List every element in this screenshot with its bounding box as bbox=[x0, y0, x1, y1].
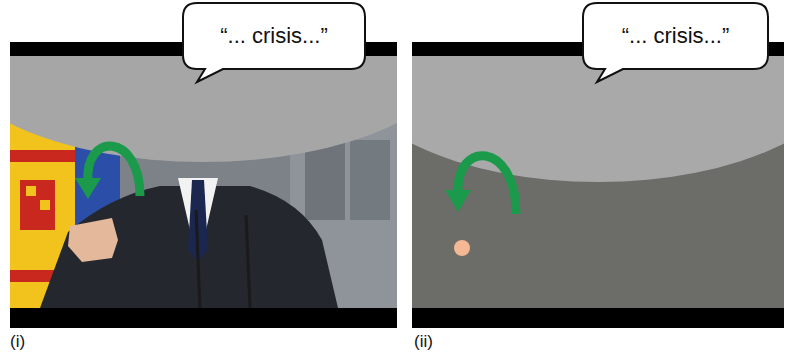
speech-bubble: “... crisis...” bbox=[183, 3, 365, 69]
abstract-frame bbox=[343, 0, 787, 328]
panel-label: (ii) bbox=[414, 332, 433, 352]
video-frame bbox=[0, 0, 468, 328]
speech-text: “... crisis...” bbox=[583, 3, 768, 69]
speech-text: “... crisis...” bbox=[183, 3, 365, 69]
speech-bubble: “... crisis...” bbox=[583, 3, 768, 69]
panel-label: (i) bbox=[10, 332, 25, 352]
